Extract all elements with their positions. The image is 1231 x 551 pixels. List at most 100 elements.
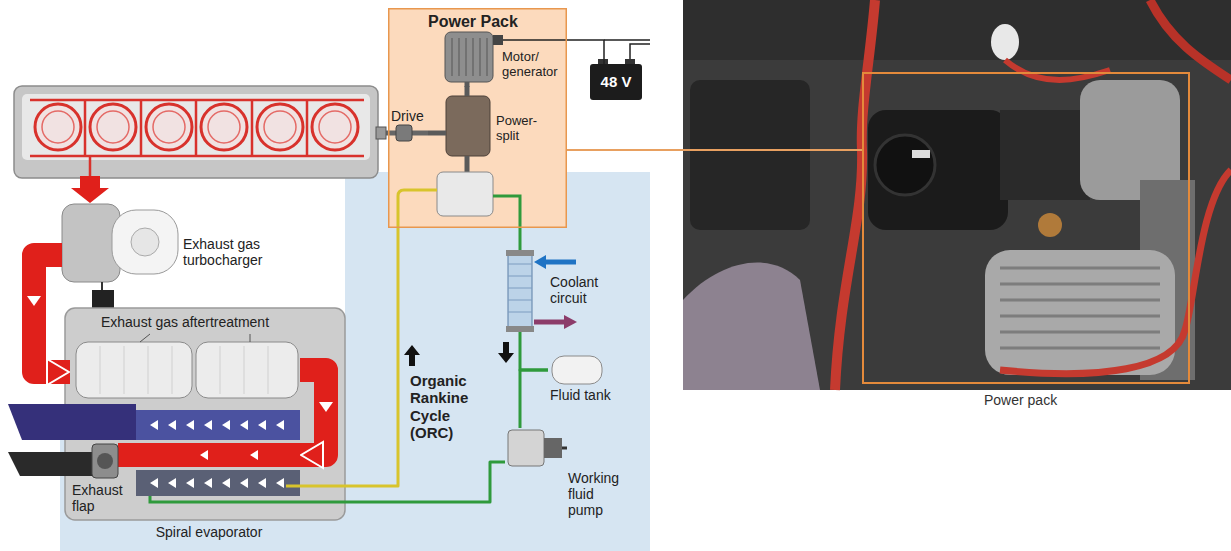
node-label: Working fluid pump bbox=[568, 470, 630, 518]
power-pack-parts bbox=[503, 39, 566, 41]
engine-block bbox=[14, 86, 378, 178]
orc-region bbox=[60, 172, 650, 551]
engine-photo bbox=[875, 135, 935, 195]
evaporator-drawing bbox=[92, 444, 118, 478]
orc-line-continuation bbox=[150, 496, 300, 502]
flow-triangle bbox=[319, 402, 333, 412]
power-pack-panel: Power PackMotor/ generatorDrive Power- sp… bbox=[388, 8, 567, 228]
evaporator-drawing bbox=[118, 443, 300, 467]
label-holder: Organic Rankine Cycle (ORC) bbox=[410, 372, 482, 441]
leader-line bbox=[567, 149, 862, 151]
engine-photo bbox=[683, 0, 1231, 390]
engine-block bbox=[153, 111, 185, 143]
coolant-exchanger bbox=[544, 260, 576, 265]
engine-photo bbox=[912, 150, 930, 158]
turbocharger-drawing bbox=[62, 204, 120, 282]
engine-photo bbox=[1150, 0, 1231, 80]
motor-generator: Motor/ generator bbox=[440, 28, 566, 86]
orc-line-continuation bbox=[398, 190, 437, 228]
engine-photo bbox=[1000, 110, 1090, 200]
engine-block bbox=[71, 176, 109, 203]
coolant-circuit: Coolant circuit bbox=[504, 250, 616, 332]
cycle-label: Organic Rankine Cycle (ORC) bbox=[410, 372, 482, 441]
orc-line-continuation bbox=[150, 190, 520, 502]
evaporator-drawing bbox=[8, 404, 136, 440]
power-pack-fill bbox=[388, 8, 567, 228]
node-label: 48 V bbox=[590, 73, 642, 90]
node-label: Exhaust flap bbox=[72, 482, 128, 514]
node-label: Spiral evaporator bbox=[118, 524, 300, 540]
engine-block bbox=[42, 111, 74, 143]
engine-photo bbox=[1005, 60, 1110, 80]
evaporator-drawing bbox=[136, 470, 300, 496]
power-pack-parts bbox=[396, 125, 412, 141]
shaft bbox=[465, 86, 470, 96]
node-label: Power Pack bbox=[428, 13, 548, 31]
engine-photo bbox=[868, 110, 1008, 230]
aftertreatment-housing bbox=[76, 342, 192, 398]
pump-drawing bbox=[508, 430, 567, 466]
coolant-exchanger bbox=[534, 255, 546, 269]
connectors bbox=[34, 40, 862, 502]
node-label: Drive bbox=[391, 108, 428, 124]
evaporator-drawing bbox=[97, 453, 113, 469]
engine-block bbox=[90, 104, 136, 150]
flow-triangle bbox=[27, 296, 333, 460]
turbocharger-drawing bbox=[112, 210, 178, 274]
exhaust-flap: Exhaust flap bbox=[70, 442, 128, 515]
coolant-exchanger bbox=[506, 326, 534, 332]
turbocharger-drawing bbox=[62, 204, 178, 318]
turbocharger-drawing bbox=[101, 282, 103, 290]
evaporator-drawing bbox=[8, 404, 300, 496]
engine-photo bbox=[1000, 170, 1231, 374]
engine-photo bbox=[690, 80, 810, 230]
node-label: Coolant circuit bbox=[550, 274, 614, 306]
flow-triangle bbox=[27, 296, 41, 306]
engine-block bbox=[312, 104, 358, 150]
fluid-tank-drawing bbox=[552, 356, 602, 384]
coolant-exchanger bbox=[564, 315, 577, 329]
engine-block bbox=[14, 86, 378, 203]
battery-wiring bbox=[598, 40, 650, 64]
engine-photo bbox=[985, 250, 1175, 375]
vapour-line bbox=[300, 228, 398, 486]
shaft bbox=[428, 131, 446, 136]
engine-photo bbox=[1000, 268, 1160, 348]
flow-triangle bbox=[200, 450, 258, 460]
engine-block bbox=[264, 111, 296, 143]
engine-block bbox=[35, 104, 81, 150]
node-label: Power- split bbox=[496, 114, 552, 144]
power-pack-parts bbox=[445, 32, 493, 82]
coolant-exchanger bbox=[506, 250, 534, 256]
engine-block bbox=[319, 111, 351, 143]
drive-shaft: Drive bbox=[390, 108, 428, 142]
aftertreatment-housing bbox=[196, 342, 298, 398]
engine-block bbox=[257, 104, 303, 150]
evaporator-drawing bbox=[136, 410, 300, 440]
engine-photo bbox=[683, 263, 820, 390]
engine-block bbox=[30, 100, 364, 176]
aftertreatment-housing bbox=[100, 346, 268, 394]
engine-block bbox=[146, 104, 192, 150]
power-wire bbox=[566, 40, 604, 64]
orc-line-continuation bbox=[286, 485, 300, 488]
pump-drawing bbox=[544, 438, 562, 458]
engine-photo bbox=[1038, 213, 1062, 237]
fluid-line bbox=[300, 462, 505, 502]
exhaust-pipe bbox=[300, 370, 326, 455]
exhaust-pipe bbox=[34, 255, 70, 372]
power-pack-parts bbox=[376, 127, 386, 139]
turbocharger: Exhaust gas turbocharger bbox=[62, 200, 290, 286]
fluid-line bbox=[519, 228, 522, 250]
power-pack-parts bbox=[376, 32, 566, 216]
engine-photo bbox=[835, 0, 875, 390]
highlight-frame bbox=[862, 72, 1190, 384]
aftertreatment-housing bbox=[140, 334, 250, 342]
power-pack-parts bbox=[446, 96, 490, 156]
node-label: Fluid tank bbox=[550, 387, 616, 403]
turbocharger-drawing bbox=[131, 228, 159, 256]
fluid-tank-drawing bbox=[552, 356, 602, 384]
pump-drawing bbox=[508, 430, 544, 466]
power-pack-parts bbox=[493, 35, 503, 45]
